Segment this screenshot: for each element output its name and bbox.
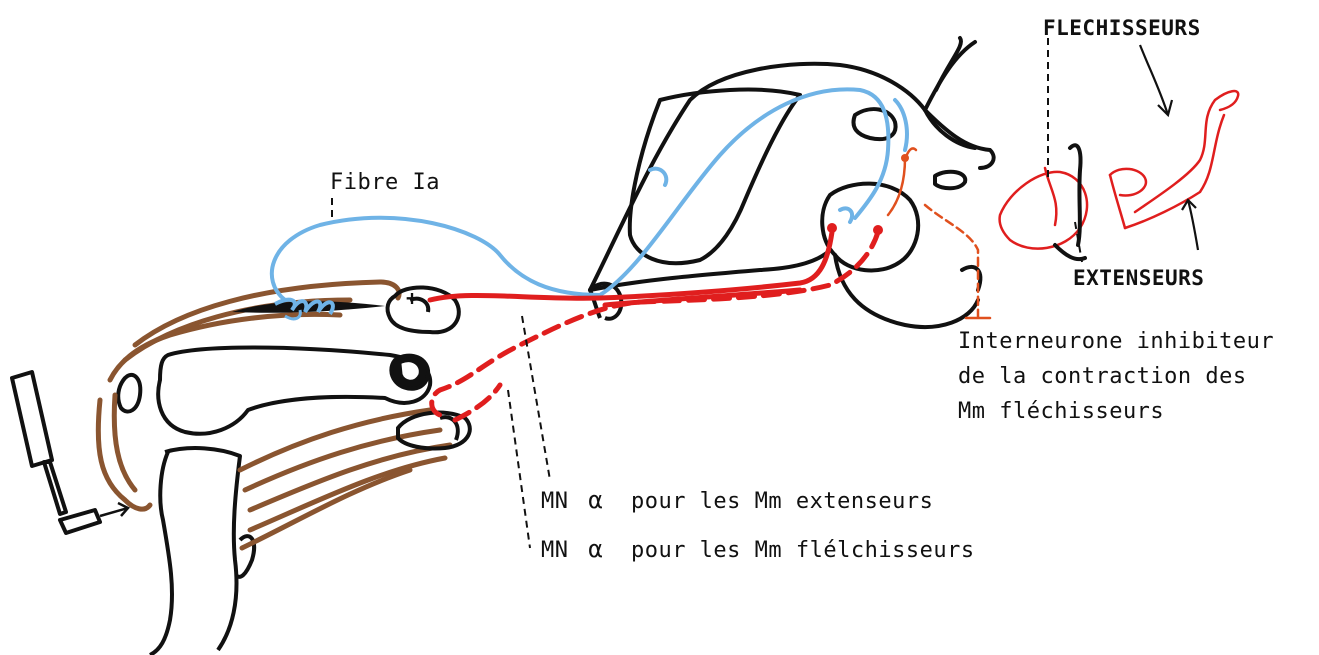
mn-prefix: MN — [541, 489, 569, 514]
hamstring-muscle — [240, 410, 450, 548]
label-mn-extenseurs: MN α pour les Mm extenseurs — [541, 488, 933, 513]
interneuron-cell-body — [901, 154, 909, 162]
label-extenseurs: EXTENSEURS — [1073, 268, 1204, 289]
label-mn-flechisseurs: MN α pour les Mm flélchisseurs — [541, 537, 975, 562]
alpha-symbol: α — [588, 486, 603, 514]
label-flechisseurs: FLECHISSEURS — [1043, 18, 1201, 39]
patella — [118, 375, 140, 412]
mn-prefix: MN — [541, 538, 569, 563]
plus-sign: + — [406, 288, 419, 308]
label-interneurone-line3: Mm fléchisseurs — [958, 401, 1164, 423]
leader-mn-ext — [522, 316, 550, 480]
alpha-symbol: α — [588, 535, 603, 563]
reflex-hammer-icon — [12, 372, 100, 533]
femur-bone — [158, 348, 430, 434]
label-interneurone-line1: Interneurone inhibiteur — [958, 331, 1274, 353]
label-interneurone-line2: de la contraction des — [958, 366, 1247, 388]
arrow-flechisseurs-icon — [1140, 45, 1172, 115]
arm-flexion-sketch — [1110, 91, 1238, 228]
muscle-nerve-ending-ext — [388, 287, 459, 332]
central-canal — [935, 172, 965, 189]
leader-mn-flex — [508, 390, 530, 548]
label-fibre-ia: Fibre Ia — [330, 172, 440, 194]
arrow-extenseurs-icon — [1182, 200, 1198, 250]
mn-text: pour les Mm flélchisseurs — [631, 538, 975, 563]
mn-extensor-cell-body — [827, 223, 837, 233]
tap-arrow-icon — [100, 503, 128, 516]
tibia-bone — [150, 448, 254, 655]
mn-flexor-cell-body — [873, 225, 883, 235]
mn-text: pour les Mm extenseurs — [631, 489, 933, 514]
